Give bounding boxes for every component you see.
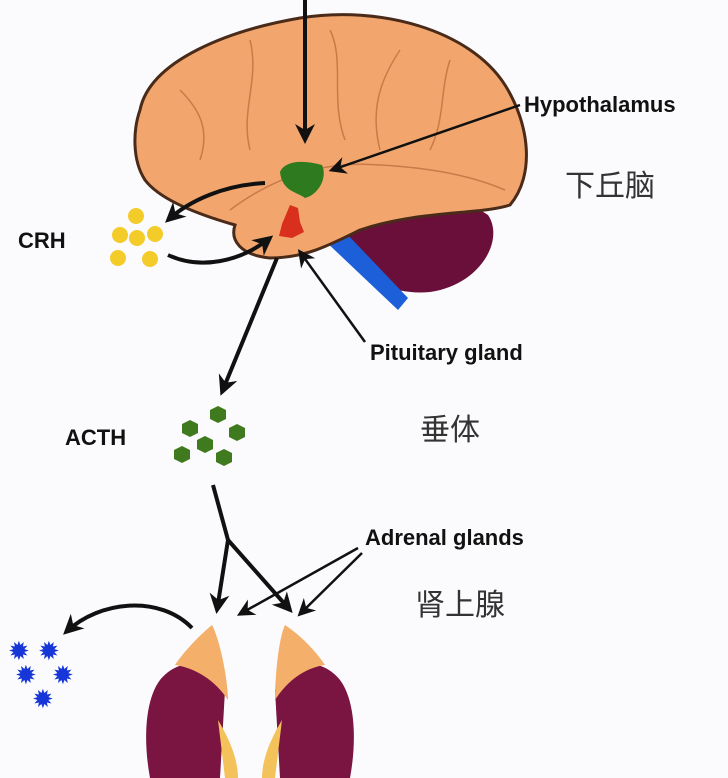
svg-text:✹: ✹	[38, 637, 60, 667]
svg-text:✹: ✹	[15, 661, 37, 691]
pituitary-region	[279, 205, 304, 238]
svg-text:✹: ✹	[32, 685, 54, 715]
brainstem	[322, 232, 408, 310]
hypothalamus-cn-label: 下丘脑	[565, 169, 655, 204]
acth-to-left-adrenal-arrow	[209, 484, 231, 614]
acth-to-right-adrenal-arrow	[226, 538, 293, 613]
crh-molecules	[110, 208, 163, 267]
cortisol-release-arrow	[63, 603, 194, 635]
hypothalamus-label: Hypothalamus	[524, 92, 676, 117]
right-adrenal-gland	[275, 625, 325, 700]
pituitary-pointer	[297, 249, 367, 343]
pituitary-cn-label: 垂体	[420, 413, 480, 448]
crh-release-arrow	[165, 181, 266, 223]
svg-text:✹: ✹	[52, 661, 74, 691]
acth-molecules	[174, 406, 245, 466]
adrenal-pointer-left	[236, 546, 359, 616]
acth-release-arrow	[218, 257, 279, 396]
crh-label: CRH	[18, 228, 66, 253]
left-adrenal-gland	[175, 625, 228, 700]
svg-text:✹: ✹	[8, 637, 30, 667]
cortisol-molecules: ✹✹ ✹✹ ✹	[8, 637, 74, 715]
hypothalamus-region	[280, 161, 324, 198]
right-kidney	[262, 625, 354, 778]
hypothalamus-pointer	[328, 103, 521, 174]
adrenal-cn-label: 肾上腺	[415, 588, 505, 623]
acth-label: ACTH	[65, 425, 126, 450]
left-kidney	[146, 625, 238, 778]
crh-to-pituitary-arrow	[167, 235, 274, 265]
brain-sulci	[179, 29, 506, 211]
adrenal-label: Adrenal glands	[365, 525, 524, 550]
pituitary-label: Pituitary gland	[370, 340, 523, 365]
adrenal-pointer-right	[297, 552, 363, 617]
